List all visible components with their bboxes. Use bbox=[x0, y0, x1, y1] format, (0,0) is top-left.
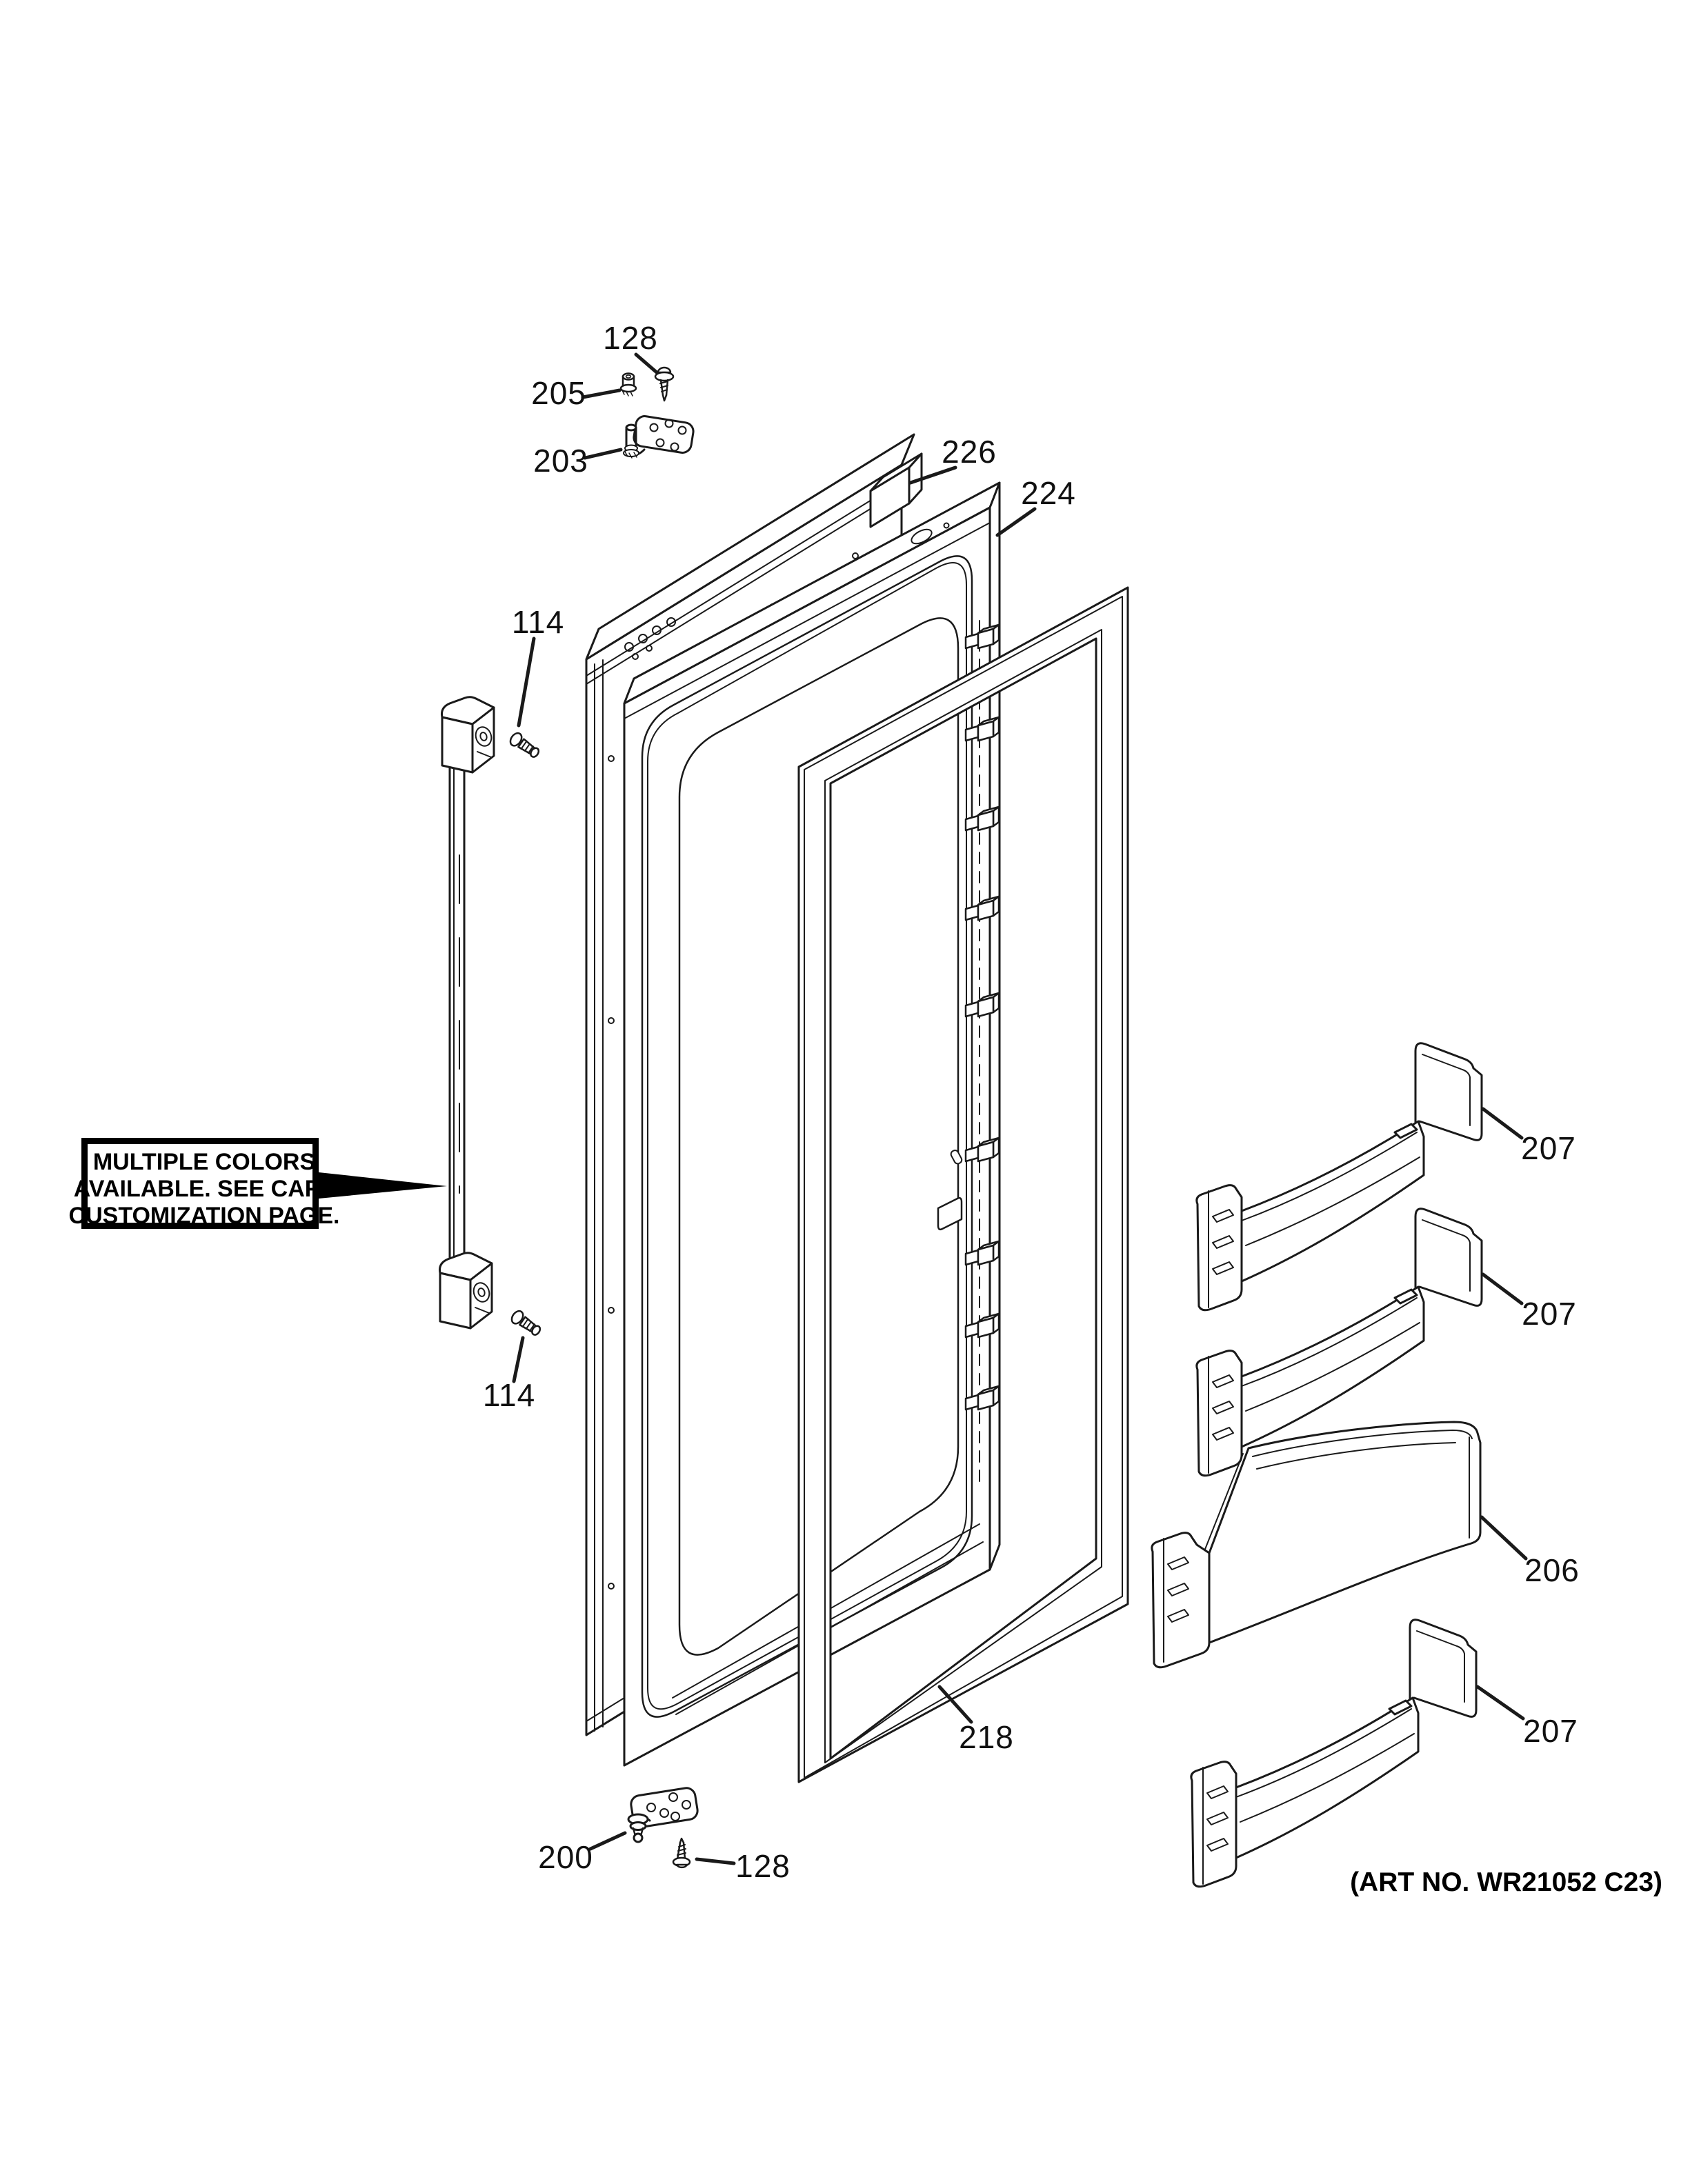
callout-handle-screw-top-label: 114 bbox=[511, 604, 565, 640]
color-note-box bbox=[81, 1138, 319, 1229]
hinge-pin-205-drawing bbox=[619, 372, 637, 397]
top-hinge-203-drawing bbox=[623, 415, 695, 459]
art-number-label: (ART NO. WR21052 C23) bbox=[1350, 1867, 1662, 1897]
callout-door-shelf-trim-3-leader bbox=[1475, 1685, 1525, 1721]
callout-bottom-hinge-bracket-leader bbox=[588, 1831, 627, 1851]
callout-bottom-hinge-screw-label: 128 bbox=[735, 1848, 791, 1884]
note-line-3: CUSTOMIZATION PAGE. bbox=[68, 1203, 340, 1229]
door-gasket-218-drawing bbox=[797, 586, 1129, 1783]
note-arrow bbox=[319, 1172, 447, 1199]
callout-outer-door-panel-leader bbox=[908, 465, 957, 485]
callout-door-gasket-leader bbox=[937, 1685, 973, 1724]
callout-handle-screw-top-leader bbox=[517, 637, 536, 728]
callout-door-shelf-trim-1-leader bbox=[1481, 1107, 1524, 1140]
bottom-hinge-screw-128-drawing bbox=[672, 1837, 691, 1869]
callout-outer-door-panel-label: 226 bbox=[942, 434, 997, 470]
callout-top-hinge-bracket-leader bbox=[583, 448, 623, 460]
door-handle-drawing bbox=[439, 696, 495, 1330]
callout-inner-door-panel-label: 224 bbox=[1021, 475, 1076, 511]
callout-leader-lines bbox=[512, 352, 1528, 1865]
callout-top-hinge-screw-leader bbox=[634, 352, 659, 374]
handle-set-screw-bottom-drawing bbox=[508, 1308, 544, 1339]
top-hinge-screw-128-drawing bbox=[654, 366, 675, 402]
callout-handle-screw-bottom-label: 114 bbox=[482, 1377, 536, 1413]
door-bin-206-drawing bbox=[1151, 1421, 1482, 1669]
callout-door-shelf-trim-1-label: 207 bbox=[1521, 1130, 1576, 1166]
callout-door-gasket-label: 218 bbox=[959, 1719, 1014, 1755]
callout-top-hinge-screw-label: 128 bbox=[603, 320, 658, 356]
note-line-2: AVAILABLE. SEE CAFÉ bbox=[73, 1176, 335, 1202]
callout-door-bin-deep-label: 206 bbox=[1524, 1552, 1580, 1588]
callout-door-shelf-trim-2-label: 207 bbox=[1522, 1296, 1577, 1332]
callout-inner-door-panel-leader bbox=[995, 507, 1037, 537]
handle-set-screw-top-drawing bbox=[507, 730, 543, 761]
callout-door-shelf-trim-2-leader bbox=[1481, 1272, 1524, 1305]
callout-hinge-pin-plug-leader bbox=[581, 388, 622, 399]
note-line-1: MULTIPLE COLORS bbox=[92, 1149, 316, 1175]
callout-door-bin-deep-leader bbox=[1480, 1515, 1528, 1561]
callout-bottom-hinge-bracket-label: 200 bbox=[538, 1839, 593, 1875]
bottom-hinge-200-drawing bbox=[627, 1787, 699, 1843]
door-shelf-trim-3-drawing bbox=[1190, 1619, 1478, 1888]
callout-handle-screw-bottom-leader bbox=[512, 1336, 525, 1383]
color-note-text: MULTIPLE COLORS AVAILABLE. SEE CAFÉ CUST… bbox=[59, 1149, 349, 1230]
callout-top-hinge-bracket-label: 203 bbox=[533, 443, 588, 479]
callout-door-shelf-trim-3-label: 207 bbox=[1523, 1713, 1578, 1749]
callout-hinge-pin-plug-label: 205 bbox=[531, 375, 586, 411]
callout-bottom-hinge-screw-leader bbox=[695, 1857, 736, 1865]
